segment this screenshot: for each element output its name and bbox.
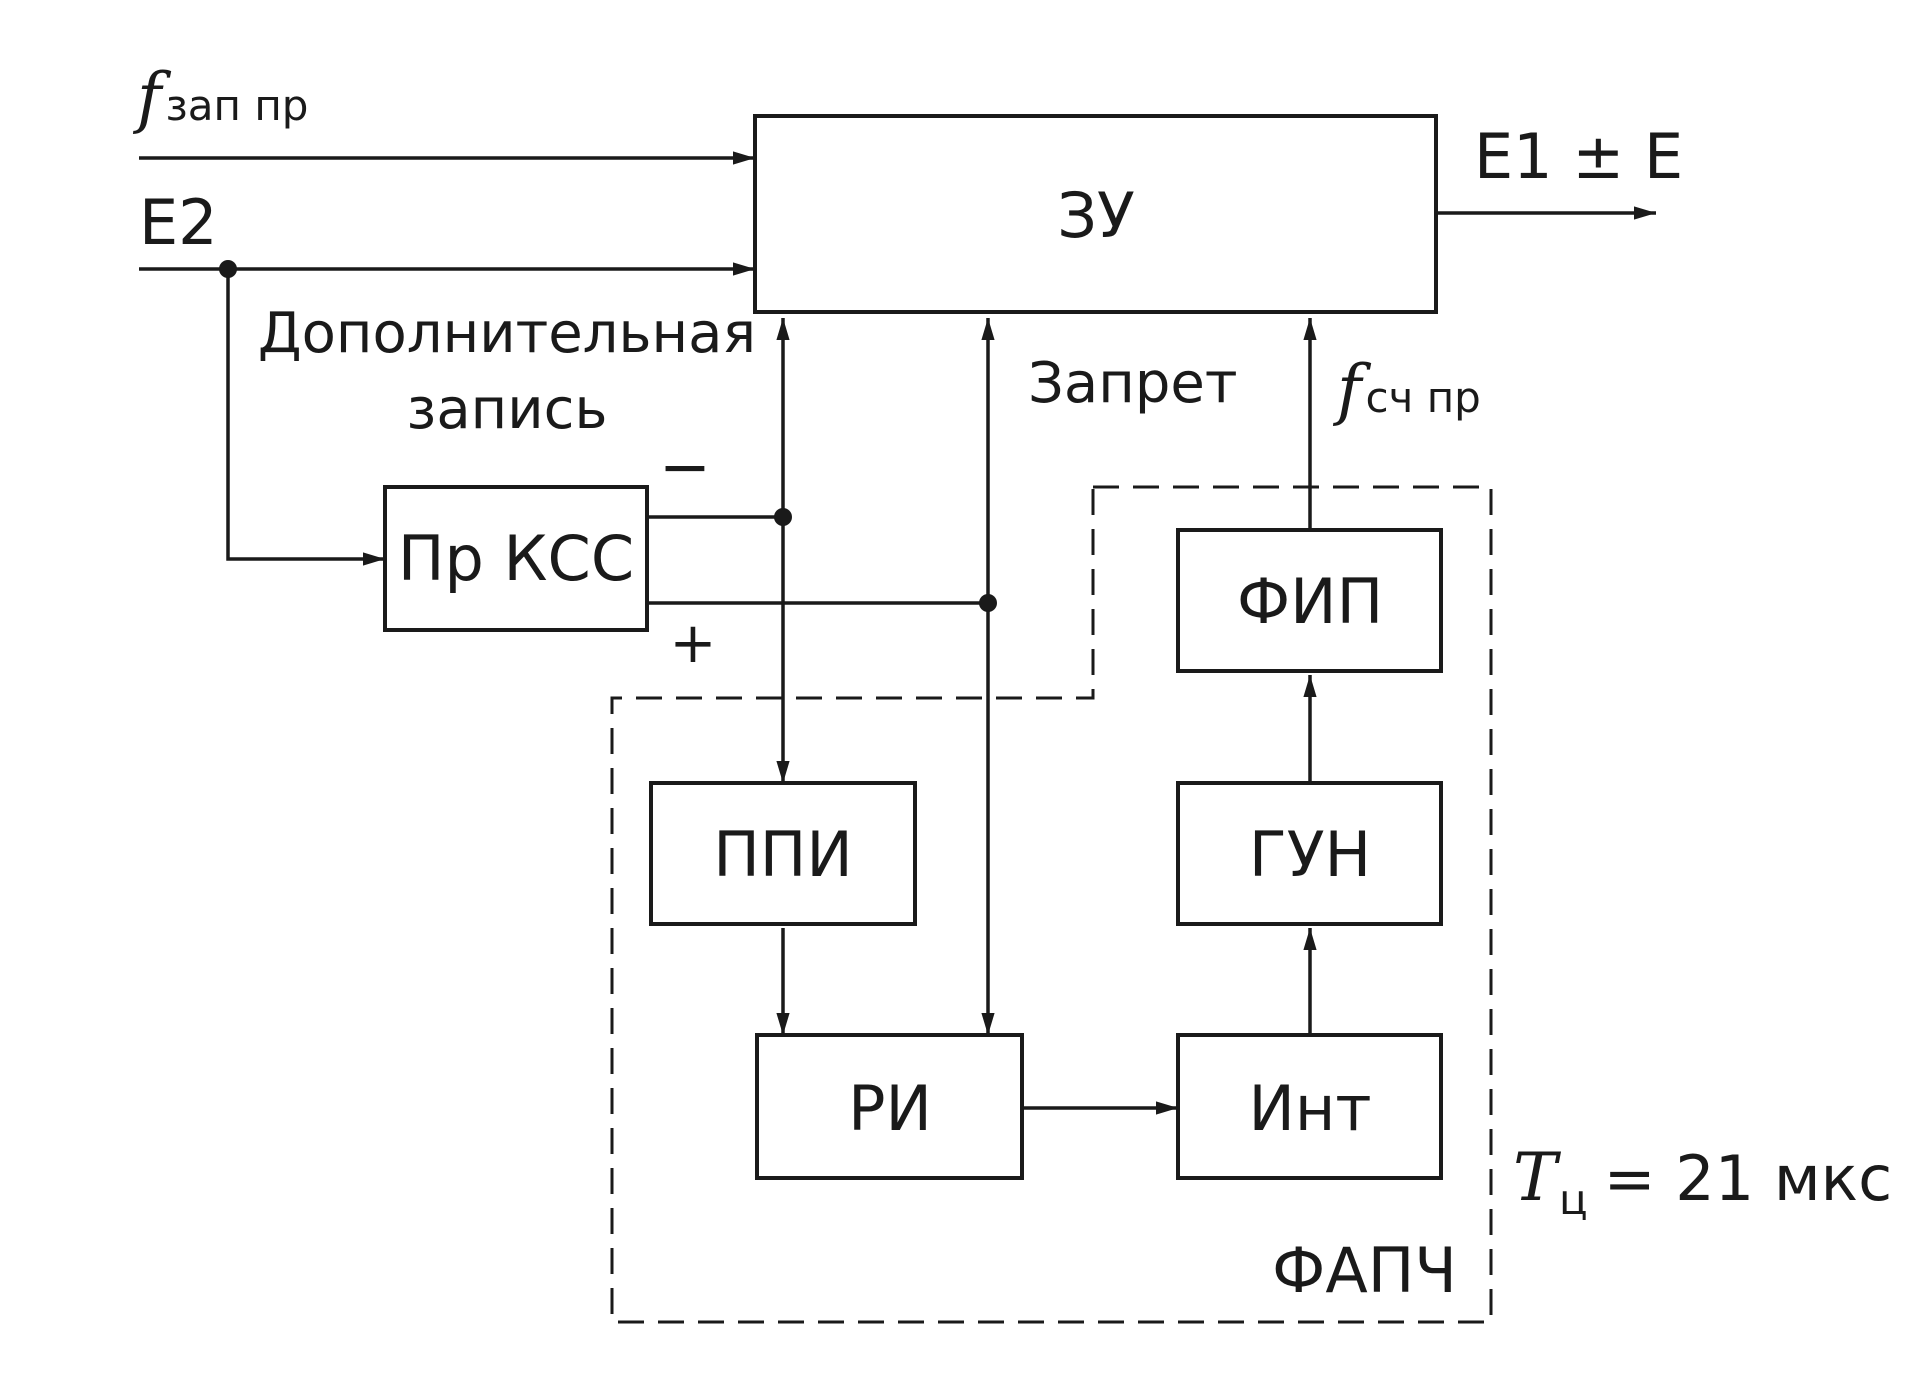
f-sch-label: fсч пр — [1332, 351, 1481, 428]
plus-sign: + — [670, 611, 717, 676]
zu-block — [753, 114, 1438, 314]
extra-write-label-line2: запись — [407, 377, 608, 442]
ri-block — [755, 1033, 1024, 1180]
ri-label: РИ — [848, 1072, 932, 1145]
zu-label: ЗУ — [1057, 179, 1135, 252]
fapch-group-label: ФАПЧ — [1272, 1234, 1457, 1307]
f-zap-label: fзап пр — [132, 59, 308, 136]
pr-kss-label: Пр КСС — [398, 522, 634, 595]
extra-write-line — [226, 269, 385, 566]
plus-junction-dot — [979, 594, 997, 612]
fip-block — [1176, 528, 1443, 673]
extra-write-label-line1: Дополнительная — [258, 301, 756, 366]
ppi-label: ППИ — [713, 818, 853, 891]
e2-junction-dot — [219, 260, 237, 278]
gun-block — [1176, 781, 1443, 926]
minus-junction-dot — [774, 508, 792, 526]
cycle-period-label: Tц= 21 мкс — [1513, 1139, 1892, 1224]
fapch-group-boundary — [610, 485, 1493, 1324]
output-label: E1 ± E — [1474, 120, 1683, 193]
gun-label: ГУН — [1249, 818, 1371, 891]
pr-kss-block — [383, 485, 649, 632]
int-block — [1176, 1033, 1443, 1180]
e2-label: E2 — [139, 186, 218, 259]
minus-sign: − — [659, 430, 711, 503]
fip-label: ФИП — [1237, 565, 1383, 638]
int-label: Инт — [1248, 1072, 1371, 1145]
ppi-block — [649, 781, 917, 926]
zapret-label: Запрет — [1028, 351, 1237, 416]
